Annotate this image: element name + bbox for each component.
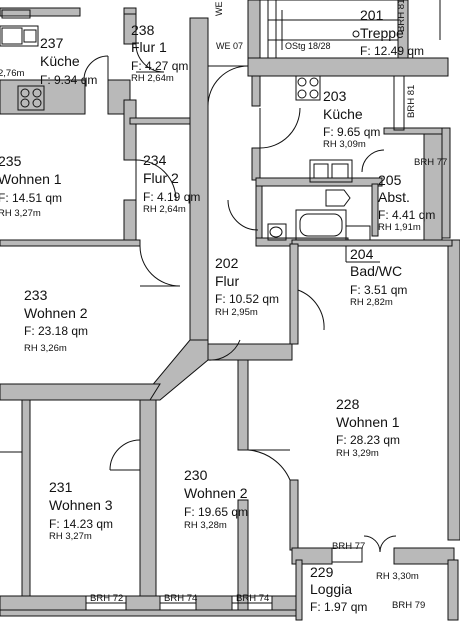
label-brh-81-top: BRH 81 (396, 0, 407, 32)
room-number: 237 (40, 35, 64, 51)
room-name: Küche (323, 106, 363, 122)
room-number: 235 (0, 153, 22, 169)
room-235: 235 Wohnen 1 F: 14.51 qm RH 3,27m (0, 153, 62, 219)
room-name: Treppe (360, 25, 404, 41)
room-area: F: 9.34 qm (40, 73, 97, 87)
room-area: F: 3.51 qm (350, 283, 407, 297)
room-height: 2,76m (0, 68, 24, 79)
room-name: Abst. (378, 189, 410, 205)
label-we-07: WE 07 (216, 41, 243, 51)
room-number: 234 (143, 152, 167, 168)
label-we-top: WE (214, 2, 224, 17)
room-name: Flur (215, 273, 239, 289)
label-stair-note: OStg 18/28 (285, 41, 331, 51)
label-brh-79: BRH 79 (392, 600, 425, 611)
room-name: Wohnen 2 (24, 305, 88, 321)
label-brh-72: BRH 72 (90, 593, 123, 604)
room-height: RH 3,09m (323, 139, 366, 150)
room-204: 204 Bad/WC F: 3.51 qm RH 2,82m (345, 246, 407, 308)
room-area: F: 1.97 qm (310, 600, 367, 614)
room-number: 230 (184, 467, 208, 483)
room-area: F: 9.65 qm (323, 125, 380, 139)
room-height: RH 3,29m (336, 448, 379, 459)
room-area: F: 4.41 qm (378, 208, 435, 222)
room-area: F: 4.19 qm (143, 190, 200, 204)
label-brh-74-a: BRH 74 (164, 593, 197, 604)
plan-lines (0, 0, 441, 611)
room-name: Wohnen 2 (184, 485, 248, 501)
room-height: RH 2,95m (215, 307, 258, 318)
room-201: 201 Treppe F: 12.49 qm (360, 7, 424, 58)
annotations: WE WE 07 OStg 18/28 BRH 81 BRH 81 BRH 77… (90, 0, 447, 611)
room-number: 233 (24, 287, 48, 303)
room-area: F: 10.52 qm (215, 292, 279, 306)
room-number: 205 (378, 172, 402, 188)
room-area: F: 12.49 qm (360, 44, 424, 58)
room-height: RH 3,30m (376, 571, 419, 582)
room-area: F: 23.18 qm (24, 324, 88, 338)
room-name: Wohnen 1 (0, 171, 62, 187)
room-number: 201 (360, 7, 384, 23)
room-231: 231 Wohnen 3 F: 14.23 qm RH 3,27m (49, 479, 113, 542)
door-234-swing (135, 159, 177, 201)
door-233-swing (139, 245, 181, 287)
door-204-swing (297, 289, 325, 331)
room-number: 202 (215, 255, 239, 271)
label-brh-74-b: BRH 74 (236, 593, 269, 604)
room-228: 228 Wohnen 1 F: 28.23 qm RH 3,29m (336, 396, 400, 459)
room-area: F: 28.23 qm (336, 433, 400, 447)
room-name: Küche (40, 53, 80, 69)
room-height: RH 3,27m (49, 531, 92, 542)
label-brh-77-loggia: BRH 77 (332, 541, 365, 552)
room-number: 203 (323, 88, 347, 104)
room-area: F: 14.23 qm (49, 517, 113, 531)
room-name: Flur 1 (131, 39, 167, 55)
loggia-door-a (363, 535, 381, 553)
room-number: 204 (350, 246, 374, 262)
room-height: RH 3,27m (0, 208, 41, 219)
room-name: Bad/WC (350, 263, 402, 279)
door-202-top (207, 65, 249, 107)
room-name: Loggia (310, 581, 352, 597)
room-203: 203 Küche F: 9.65 qm RH 3,09m (323, 88, 380, 150)
room-205: 205 Abst. F: 4.41 qm RH 1,91m (378, 172, 435, 233)
room-height: RH 1,91m (378, 222, 421, 233)
room-230: 230 Wohnen 2 F: 19.65 qm RH 3,28m (184, 467, 248, 531)
room-height: RH 2,82m (350, 297, 393, 308)
room-233: 233 Wohnen 2 F: 23.18 qm RH 3,26m (24, 287, 88, 354)
label-brh-77-right: BRH 77 (414, 157, 447, 168)
door-202-bottom (207, 339, 241, 361)
room-area: F: 14.51 qm (0, 191, 62, 205)
room-height: RH 3,28m (184, 520, 227, 531)
door-231-swing (109, 439, 141, 471)
room-area: F: 4.27 qm (131, 59, 188, 73)
loggia-door-b (379, 535, 397, 553)
room-name: Wohnen 1 (336, 414, 400, 430)
room-number: 228 (336, 396, 360, 412)
room-name: Wohnen 3 (49, 497, 113, 513)
room-237: 237 Küche F: 9.34 qm 2,76m (0, 35, 97, 87)
room-number: 231 (49, 479, 73, 495)
door-205-swing (361, 149, 385, 173)
room-202: 202 Flur F: 10.52 qm RH 2,95m (215, 255, 279, 318)
door-228-swing (247, 449, 291, 481)
room-height: RH 2,64m (131, 73, 174, 84)
room-234: 234 Flur 2 F: 4.19 qm RH 2,64m (143, 152, 200, 215)
room-height: RH 3,26m (24, 343, 67, 354)
room-name: Flur 2 (143, 170, 179, 186)
room-number: 238 (131, 22, 155, 38)
room-238: 238 Flur 1 F: 4.27 qm RH 2,64m (131, 22, 188, 84)
door-237-swing (83, 55, 109, 81)
room-229: 229 Loggia F: 1.97 qm RH 3,30m (310, 564, 419, 614)
room-number: 229 (310, 564, 334, 580)
room-height: RH 2,64m (143, 204, 186, 215)
room-area: F: 19.65 qm (184, 505, 248, 519)
door-bath-swing (227, 199, 259, 231)
label-brh-81: BRH 81 (406, 85, 417, 118)
